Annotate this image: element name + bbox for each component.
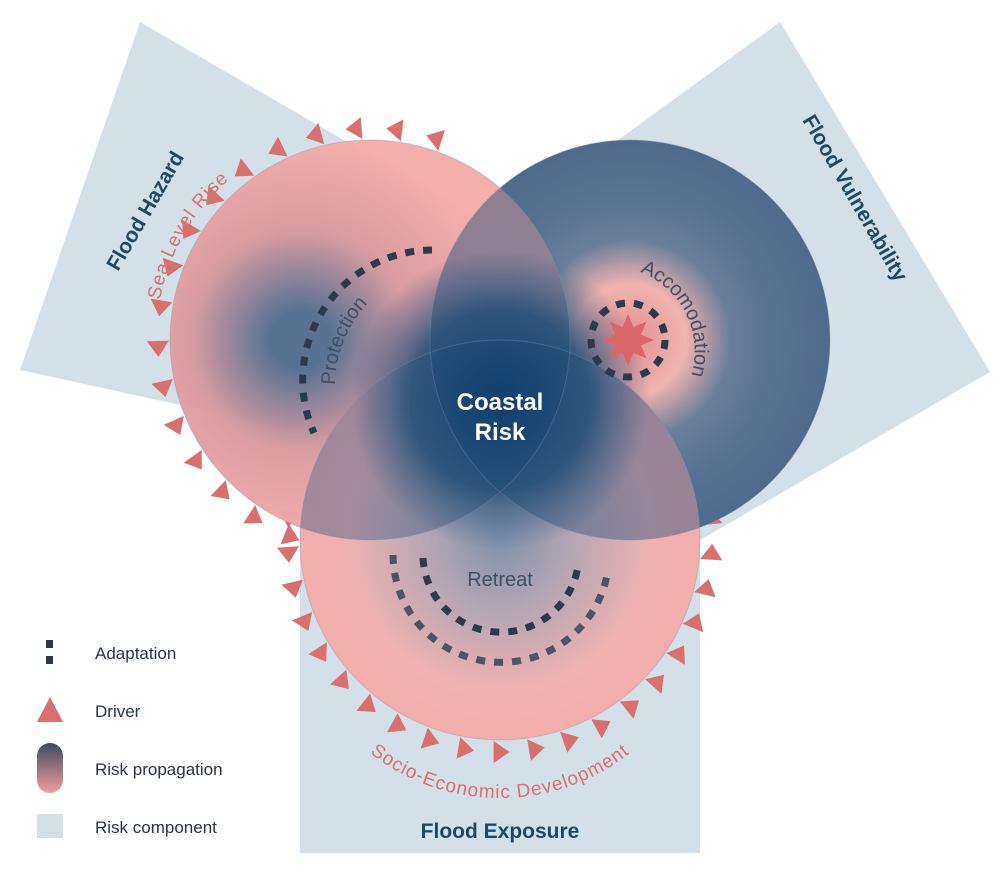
driver-triangle-icon bbox=[527, 739, 545, 761]
legend-risk-component-label: Risk component bbox=[95, 818, 217, 837]
driver-triangle-icon bbox=[291, 612, 313, 631]
driver-triangle-icon bbox=[330, 669, 349, 689]
driver-triangle-icon bbox=[345, 117, 363, 139]
legend-risk-component: Risk component bbox=[37, 814, 217, 838]
legend-risk-propagation-label: Risk propagation bbox=[95, 760, 223, 779]
driver-triangle-icon bbox=[183, 450, 202, 470]
sea-level-rise-driver-triangles bbox=[146, 117, 445, 545]
driver-triangle-icon bbox=[645, 674, 664, 694]
driver-triangle-icon bbox=[420, 727, 440, 749]
driver-triangle-icon bbox=[163, 415, 184, 435]
driver-triangle-icon bbox=[277, 546, 299, 563]
driver-triangle-icon bbox=[234, 158, 255, 177]
coastal-risk-title: Coastal bbox=[457, 389, 544, 416]
legend: Adaptation Driver Risk propagation Risk … bbox=[37, 640, 223, 838]
driver-triangle-icon bbox=[356, 693, 376, 713]
protection-arc bbox=[299, 246, 433, 435]
flood-exposure-label: Flood Exposure bbox=[421, 820, 580, 843]
driver-triangle-icon bbox=[243, 505, 263, 524]
adaptation-arcs bbox=[299, 246, 669, 666]
legend-adaptation: Adaptation bbox=[46, 640, 176, 664]
driver-triangle-icon bbox=[387, 713, 407, 733]
driver-triangle-icon bbox=[37, 697, 63, 722]
coastal-risk-subtitle: Risk bbox=[475, 419, 526, 446]
driver-triangle-icon bbox=[150, 298, 173, 317]
retreat-label: Retreat bbox=[467, 569, 533, 591]
driver-triangle-icon bbox=[280, 524, 300, 545]
driver-triangle-icon bbox=[146, 340, 169, 357]
retreat-arc-inner bbox=[419, 557, 582, 636]
adaptation-swatch-icon bbox=[46, 640, 53, 648]
driver-triangle-icon bbox=[493, 741, 510, 763]
legend-risk-propagation: Risk propagation bbox=[37, 743, 223, 793]
driver-triangle-icon bbox=[281, 579, 303, 598]
driver-triangle-icon bbox=[182, 219, 201, 239]
driver-triangle-icon bbox=[682, 613, 704, 633]
retreat-arc-outer bbox=[389, 554, 611, 666]
driver-triangle-icon bbox=[694, 579, 716, 598]
legend-adaptation-label: Adaptation bbox=[95, 644, 176, 663]
driver-triangle-icon bbox=[305, 122, 325, 145]
risk-propagation-swatch-icon bbox=[37, 743, 63, 793]
accomodation-ring bbox=[587, 299, 669, 381]
driver-triangle-icon bbox=[162, 257, 184, 277]
risk-component-swatch-icon bbox=[37, 814, 63, 838]
driver-triangle-icon bbox=[206, 186, 225, 206]
accomodation-star-icon bbox=[602, 314, 654, 366]
driver-triangle-icon bbox=[210, 480, 230, 500]
legend-driver: Driver bbox=[37, 697, 141, 722]
driver-triangle-icon bbox=[456, 737, 475, 759]
driver-triangle-icon bbox=[560, 731, 579, 753]
driver-triangle-icon bbox=[426, 129, 445, 151]
driver-triangle-icon bbox=[619, 700, 640, 719]
driver-triangle-icon bbox=[151, 379, 173, 397]
driver-triangle-icon bbox=[591, 719, 611, 739]
driver-triangle-icon bbox=[700, 543, 723, 561]
driver-triangle-icon bbox=[268, 136, 288, 157]
driver-triangle-icon bbox=[308, 642, 327, 662]
legend-driver-label: Driver bbox=[95, 702, 141, 721]
driver-triangle-icon bbox=[386, 119, 404, 142]
driver-triangle-icon bbox=[666, 645, 685, 665]
